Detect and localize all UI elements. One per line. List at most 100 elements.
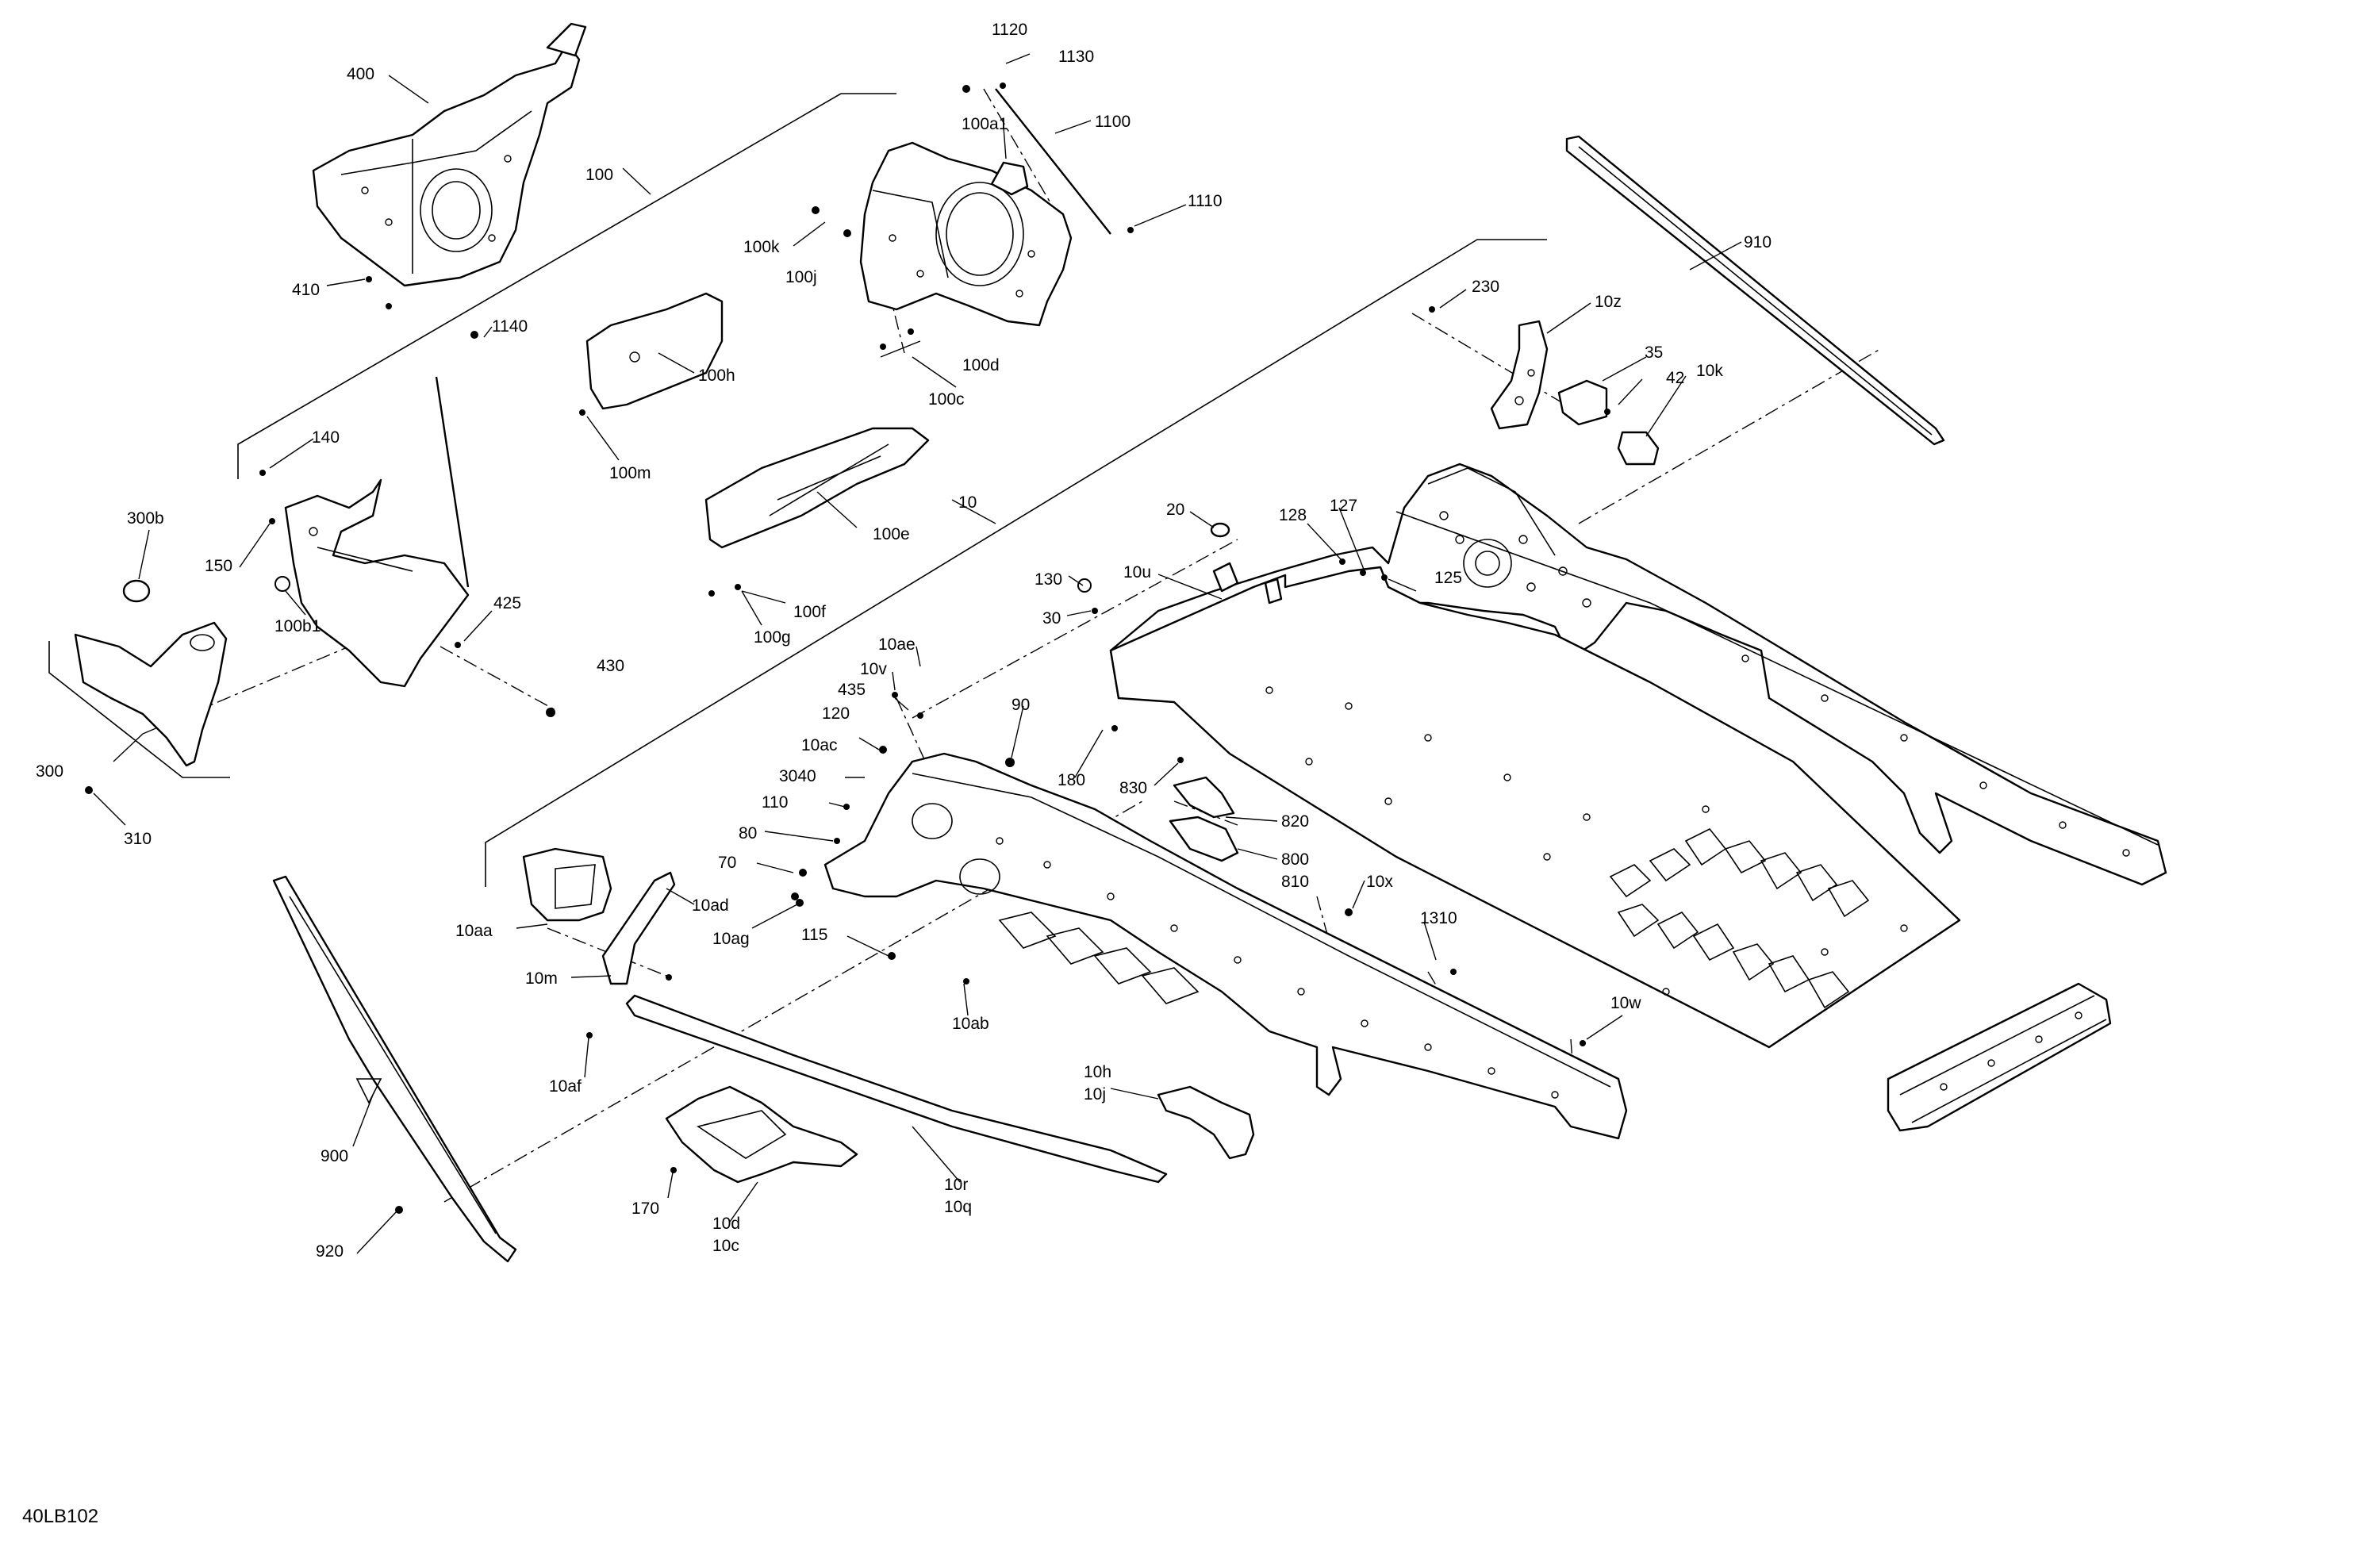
callout-400: 400 [347,65,374,83]
callout-10ab: 10ab [952,1015,989,1033]
callout-100b1: 100b1 [274,617,321,635]
callout-10v: 10v [860,660,887,678]
callout-100h: 100h [698,367,735,385]
callout-830: 830 [1119,779,1147,797]
callout-100a1: 100a1 [962,115,1008,133]
callout-10c: 10c [712,1237,739,1255]
part-10m-bracket [601,871,676,985]
callout-300: 300 [36,762,63,781]
callout-10af: 10af [549,1077,582,1096]
callout-120: 120 [822,704,850,723]
callout-80: 80 [739,824,757,843]
callout-100e: 100e [873,525,910,543]
callout-810: 810 [1281,873,1309,891]
callout-10r: 10r [944,1176,968,1194]
callout-820: 820 [1281,812,1309,831]
callout-180: 180 [1058,771,1085,789]
callout-100m: 100m [609,464,651,482]
callout-128: 128 [1279,506,1307,524]
callout-100j: 100j [785,268,817,286]
part-10h-plate [1157,1085,1255,1160]
callout-10h: 10h [1084,1063,1111,1081]
part-20-plug [1210,522,1230,538]
callout-10ac: 10ac [801,736,838,754]
part-100e-panel [704,427,930,549]
callout-10m: 10m [525,969,558,988]
floor-cutouts [1609,827,1870,1009]
part-140-lower-frame [284,478,470,688]
callout-425: 425 [493,594,521,612]
callout-170: 170 [631,1199,659,1218]
callout-435: 435 [838,681,866,699]
callout-140: 140 [312,428,340,447]
part-300b-mount [122,579,151,603]
callout-100f: 100f [793,603,826,621]
callout-10w: 10w [1610,994,1641,1012]
chassis-left-holes [996,837,1559,1099]
part-910-rail [1565,135,1945,446]
part-10k-block [1617,431,1660,466]
part-10aa-grille [522,847,612,922]
part-100h-cover [585,292,724,410]
callout-10u: 10u [1123,563,1151,582]
callout-10d: 10d [712,1215,740,1233]
callout-1120: 1120 [992,21,1027,39]
callout-310: 310 [124,830,152,848]
diagram-reference-code: 40LB102 [22,1506,99,1527]
part-35-bracket [1557,379,1608,426]
callout-1140: 1140 [492,317,528,336]
part-10u-floor-plate [1109,566,1961,1049]
callout-100d: 100d [962,356,1000,374]
callout-100c: 100c [928,390,965,409]
callout-1310: 1310 [1420,909,1457,927]
callout-127: 127 [1330,497,1357,515]
callout-leaders [93,53,1742,1254]
callout-10z: 10z [1595,293,1622,311]
callout-3040: 3040 [779,767,816,785]
chassis-holes-right [1439,511,2130,857]
part-10d-footrest [665,1085,858,1184]
part-100-front-frame [859,88,1111,327]
assembly-brackets [48,93,1547,887]
callout-410: 410 [292,281,320,299]
part-300-front-bracket [74,621,228,767]
callout-1130: 1130 [1058,48,1094,66]
part-10-chassis-left [823,752,1628,1140]
callout-35: 35 [1645,344,1663,362]
callout-920: 920 [316,1242,344,1261]
callout-910: 910 [1744,233,1772,251]
callout-900: 900 [321,1147,348,1165]
part-10u-bushings [1212,562,1283,605]
callout-100k: 100k [743,238,780,256]
callout-labels: 400 100 410 1120 1130 100a1 1100 1110 10… [36,21,1772,1261]
callout-230: 230 [1472,278,1499,296]
callout-110: 110 [762,793,788,812]
part-10z-bracket [1490,320,1549,430]
callout-100: 100 [585,166,613,184]
callout-100g: 100g [754,628,791,647]
callout-150: 150 [205,557,232,575]
part-10r-strip [625,994,1168,1184]
callout-800: 800 [1281,850,1309,869]
chassis-left-cutouts [998,912,1200,1004]
callout-10ae: 10ae [878,635,916,654]
callout-90: 90 [1012,696,1030,714]
callout-10j: 10j [1084,1085,1106,1104]
callout-430: 430 [597,657,624,675]
callout-10q: 10q [944,1198,972,1216]
callout-125: 125 [1434,569,1462,587]
callout-1100: 1100 [1095,113,1130,131]
callout-10: 10 [958,493,977,512]
part-1140-rod [435,376,470,588]
callout-1110: 1110 [1188,192,1223,210]
part-820-bracket [1173,776,1235,819]
callout-300b: 300b [127,509,164,528]
callout-130: 130 [1035,570,1062,589]
callout-115: 115 [801,926,827,944]
part-rear-extension [1887,982,2112,1132]
part-400-upper-frame [312,22,587,287]
callout-30: 30 [1042,609,1061,628]
part-800-plate [1169,816,1239,862]
callout-10ad: 10ad [692,896,729,915]
